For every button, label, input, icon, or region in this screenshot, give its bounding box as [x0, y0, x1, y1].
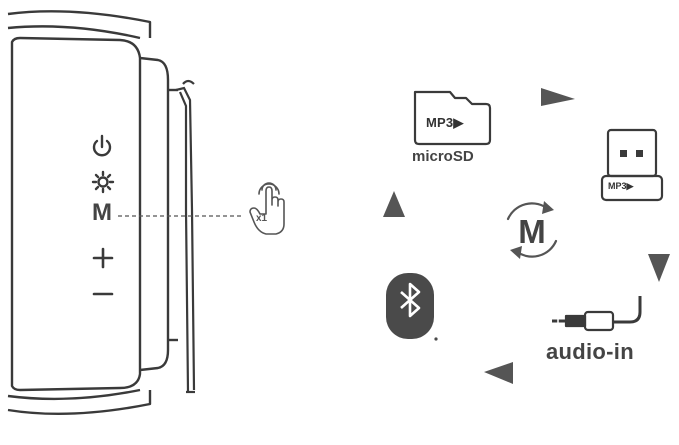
power-icon — [92, 139, 112, 157]
usb-card-label: MP3▶ — [608, 181, 634, 191]
arrow-to-bluetooth — [484, 362, 513, 384]
microsd-caption: microSD — [412, 148, 474, 165]
arrow-to-audio-in — [648, 254, 670, 282]
speaker-strap — [175, 79, 196, 394]
speaker-bottom-edge — [7, 390, 152, 416]
arrow-to-microsd — [383, 191, 405, 217]
rotate-arrow-head-1 — [542, 201, 554, 214]
power-button[interactable] — [92, 134, 112, 157]
cycle-arrows — [383, 88, 670, 384]
speaker-front-panel — [10, 36, 142, 392]
mode-button[interactable]: M — [92, 199, 112, 226]
bluetooth-button[interactable] — [91, 170, 115, 194]
rotate-arrow-head-2 — [510, 246, 522, 259]
speaker-bottom-inner-edge — [7, 388, 141, 401]
speaker-side-band — [139, 56, 170, 372]
tap-hand-icon — [249, 182, 285, 235]
usb-drive-icon — [600, 128, 664, 202]
aux-cable-icon — [552, 296, 642, 332]
microsd-card-label: MP3▶ — [426, 115, 464, 130]
arrow-to-usb — [541, 88, 575, 106]
speaker-top-edge — [7, 10, 152, 38]
volume-up-button[interactable] — [92, 247, 114, 269]
tap-count-label: x1 — [256, 213, 268, 224]
bluetooth-icon — [386, 273, 438, 341]
audio-in-caption: audio-in — [546, 339, 634, 364]
mode-cycle-icon — [506, 201, 558, 259]
speaker-body — [7, 10, 178, 416]
speaker-top-inner-edge — [7, 25, 141, 40]
sun-icon — [91, 170, 115, 194]
microsd-card-icon — [413, 90, 492, 146]
mode-cycle-center-label: M — [518, 213, 546, 250]
